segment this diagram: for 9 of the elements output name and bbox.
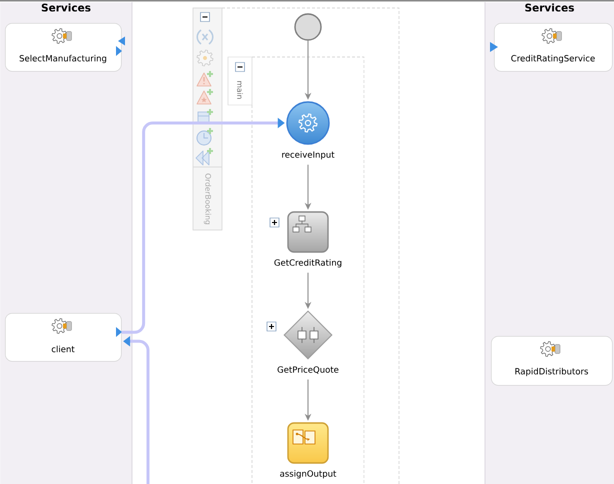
start-circle [294, 13, 322, 41]
activity-label: assignOutput [280, 470, 336, 478]
service-box: SelectManufacturing [5, 23, 122, 72]
activity-label: GetPriceQuote [278, 366, 338, 374]
service-box: client [5, 313, 122, 362]
service-box: RapidDistributors [491, 336, 613, 386]
activity-label: receiveInput [282, 151, 334, 160]
service-box: CreditRatingService [494, 23, 613, 72]
activity-label: GetCreditRating [274, 259, 342, 268]
